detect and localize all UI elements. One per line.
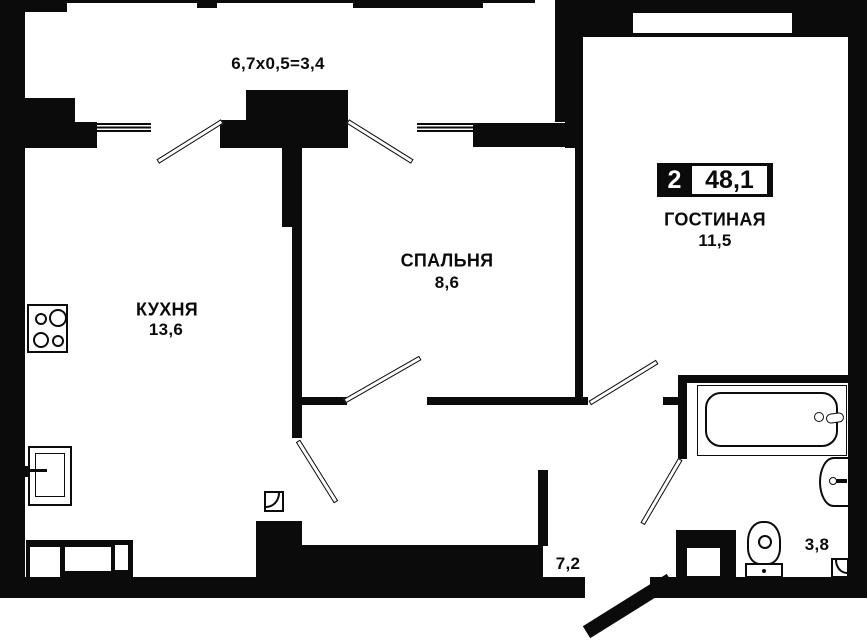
wall [25, 0, 535, 3]
wall [538, 470, 548, 546]
wall [678, 383, 687, 459]
room-label-bedroom: СПАЛЬНЯ [400, 250, 494, 271]
wall [282, 148, 302, 227]
vent-duct-inner [687, 548, 720, 576]
sink-basin [35, 453, 65, 497]
wall [292, 397, 347, 405]
wall [678, 375, 848, 383]
wall [25, 98, 75, 148]
toilet-bowl [758, 535, 772, 549]
wall [427, 397, 588, 405]
wall [0, 0, 25, 598]
room-area-hallway: 7,2 [555, 554, 581, 573]
door-leaf-living [588, 359, 659, 406]
wall [353, 0, 483, 8]
balcony-window-icon [417, 123, 473, 132]
kitchen-faucet-icon [28, 469, 47, 472]
wall [848, 37, 867, 598]
bathtub-spout [825, 411, 845, 425]
wall [555, 5, 583, 122]
wall [0, 0, 67, 12]
wall [575, 147, 583, 397]
wall [473, 123, 576, 147]
room-label-living: ГОСТИНАЯ [664, 209, 766, 230]
room-area-living: 11,5 [698, 231, 732, 250]
room-area-bathroom: 3,8 [804, 535, 830, 554]
stove-burners-icon [27, 304, 68, 353]
bathtub-drain [814, 412, 824, 422]
kitchen-faucet-icon [20, 466, 29, 477]
burner [49, 309, 67, 327]
room-label-kitchen: КУХНЯ [135, 299, 199, 320]
wall [292, 227, 302, 438]
wall [197, 0, 217, 8]
apartment-badge: 2 48,1 [657, 163, 773, 197]
entry-door-stripe [582, 573, 675, 639]
bathtub-icon [697, 385, 847, 456]
wall [246, 90, 348, 148]
door-leaf-kitchen [295, 439, 339, 504]
wall [650, 577, 867, 598]
toilet-icon [747, 521, 781, 565]
door-leaf-bathroom [640, 457, 683, 526]
balcony-window-icon [97, 123, 151, 132]
window-pane [30, 547, 60, 577]
burner [33, 332, 49, 348]
toilet-tank-button [762, 569, 766, 573]
kitchen-sink-icon [28, 446, 72, 506]
badge-total-area: 48,1 [692, 166, 767, 194]
washbasin-tap [836, 479, 847, 483]
burner [52, 335, 64, 347]
window-pane [65, 547, 111, 571]
room-area-bedroom: 8,6 [434, 273, 460, 292]
door-leaf-kitchen-balcony [156, 119, 224, 164]
window-opening [633, 13, 792, 33]
wall [75, 122, 97, 148]
wall [0, 577, 585, 598]
corner-curl-icon [831, 558, 849, 578]
corner-curl-icon [264, 491, 284, 512]
burner [35, 313, 47, 325]
badge-rooms-count: 2 [667, 165, 682, 194]
wall [256, 521, 302, 577]
door-leaf-bedroom-balcony [346, 119, 414, 164]
wall [663, 397, 678, 405]
room-area-kitchen: 13,6 [148, 320, 184, 339]
curl-arc [835, 560, 847, 574]
wall [220, 120, 246, 148]
balcony-formula: 6,7x0,5=3,4 [231, 54, 325, 73]
door-leaf-bedroom [343, 355, 422, 404]
window-pane [115, 545, 128, 570]
curl-arc [266, 493, 280, 508]
